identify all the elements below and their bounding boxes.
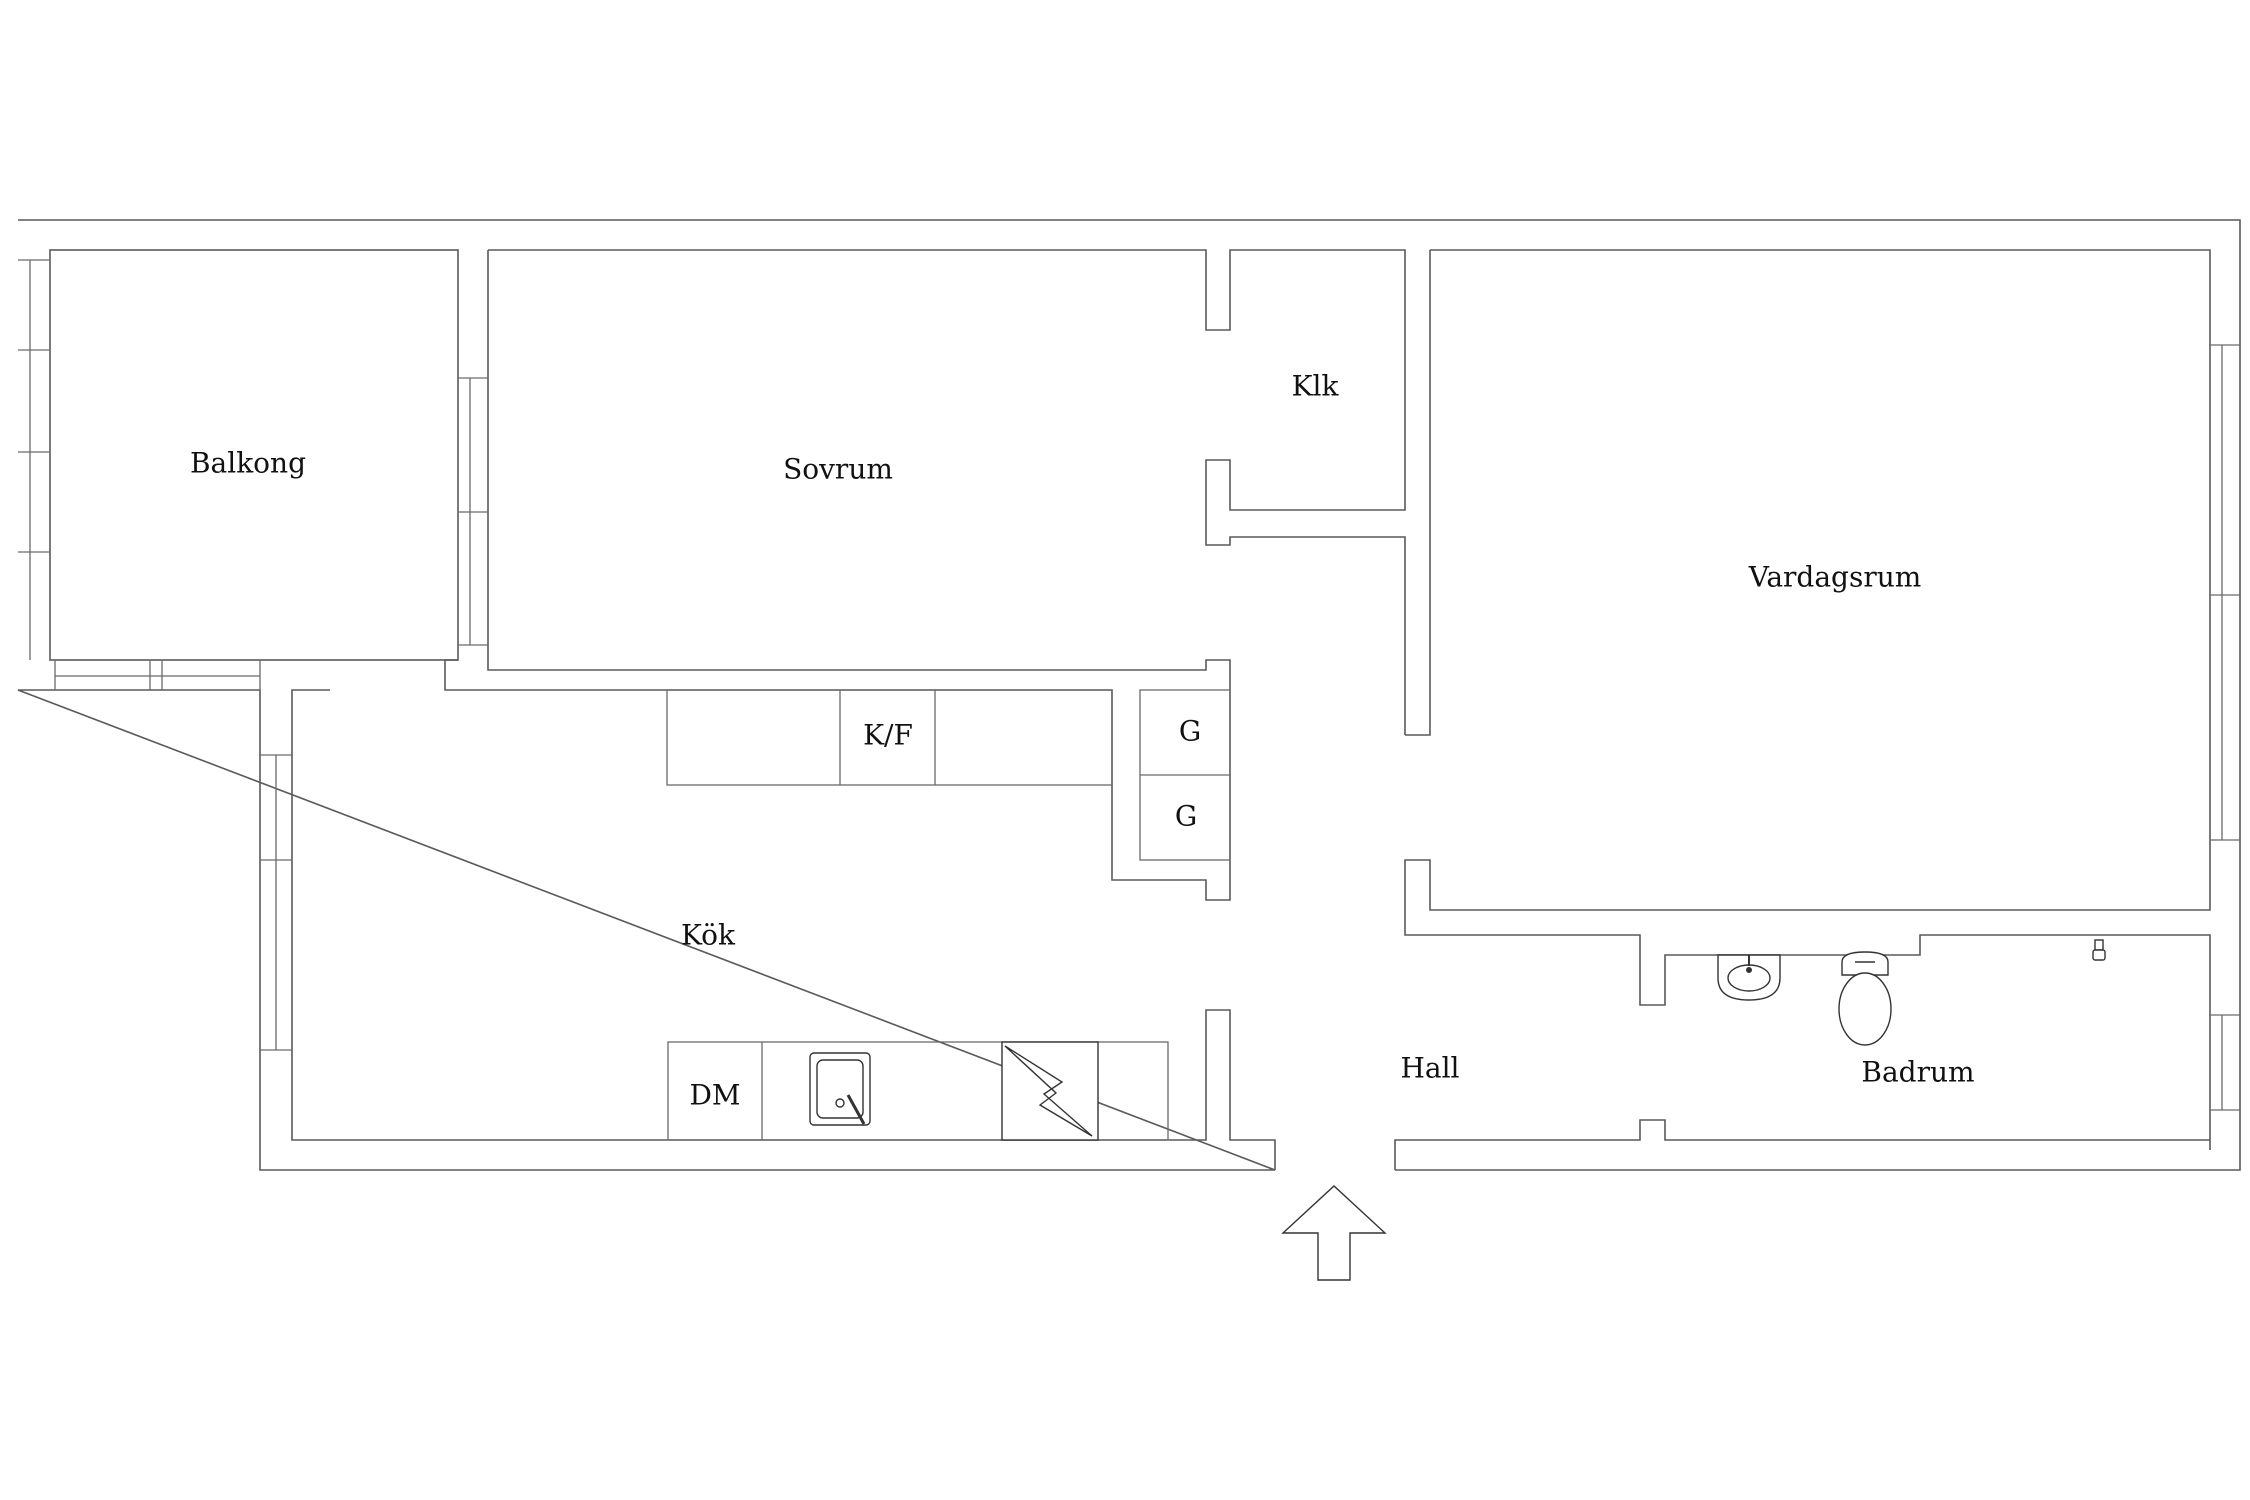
balcony-railing-west xyxy=(18,259,50,660)
fixture-label-g-lower: G xyxy=(1175,800,1197,833)
bathroom-window xyxy=(2210,1014,2240,1111)
hall-badrum-wall xyxy=(1394,1119,2210,1170)
bedroom-walls xyxy=(444,249,1406,901)
fixture-label-g-upper: G xyxy=(1179,715,1201,748)
balcony-outline xyxy=(49,249,459,661)
room-label-hall: Hall xyxy=(1400,1052,1459,1085)
room-label-kok: Kök xyxy=(681,919,736,952)
room-label-badrum: Badrum xyxy=(1861,1056,1974,1089)
living-room-window xyxy=(2210,344,2240,841)
sink-icon xyxy=(809,1052,871,1126)
room-label-sovrum: Sovrum xyxy=(783,453,893,486)
drain-icon xyxy=(2092,939,2106,961)
bedroom-window xyxy=(458,377,488,646)
stove-icon xyxy=(1001,1041,1099,1141)
kitchen-walls xyxy=(291,689,1276,1170)
upper-counter xyxy=(666,689,1113,786)
entrance-arrow-icon xyxy=(1281,1185,1387,1281)
outer-wall xyxy=(17,219,2241,1171)
living-room-walls xyxy=(1404,249,2211,1150)
toilet-icon xyxy=(1838,951,1892,1046)
balcony-railing-south xyxy=(54,660,261,690)
fixture-label-kf: K/F xyxy=(863,719,913,752)
kitchen-window xyxy=(260,754,292,1051)
room-label-klk: Klk xyxy=(1292,370,1340,403)
washbasin-icon xyxy=(1717,954,1781,1001)
fixture-label-dm: DM xyxy=(689,1079,740,1112)
wardrobes xyxy=(1139,689,1231,861)
lower-counter xyxy=(667,1041,1169,1141)
room-label-vardagsrum: Vardagsrum xyxy=(1748,561,1922,594)
room-label-balkong: Balkong xyxy=(190,447,306,480)
